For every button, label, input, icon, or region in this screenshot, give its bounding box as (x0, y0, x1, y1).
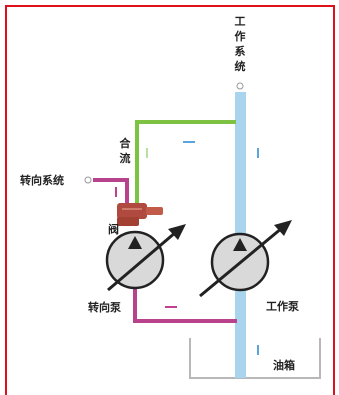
work-system-char-4: 统 (235, 59, 246, 73)
work-system-port-icon (236, 82, 244, 90)
work-pump-icon (199, 220, 292, 298)
steering-pump-icon (105, 224, 186, 292)
merge-label: 合 流 (120, 136, 132, 165)
work-pump-label: 工作泵 (266, 299, 299, 313)
work-system-char-3: 系 (235, 44, 246, 58)
oil-tank (189, 338, 321, 379)
valve-icon (117, 203, 163, 226)
work-system-label: 工 作 系 统 (235, 15, 246, 73)
steering-line (93, 178, 129, 210)
steering-system-port-icon (84, 176, 92, 184)
merge-line (135, 120, 236, 212)
work-system-char-1: 工 (235, 15, 246, 28)
steering-return-line (133, 288, 237, 323)
merge-char-2: 流 (120, 151, 131, 165)
steering-system-label: 转向系统 (20, 173, 64, 187)
steering-pump-label: 转向泵 (88, 300, 121, 314)
valve-label: 阀 (108, 222, 119, 236)
diagram-frame (5, 5, 335, 395)
merge-char-1: 合 (120, 136, 132, 150)
oil-tank-label: 油箱 (273, 358, 295, 372)
flow-marks (115, 141, 259, 355)
work-system-char-2: 作 (235, 29, 246, 43)
